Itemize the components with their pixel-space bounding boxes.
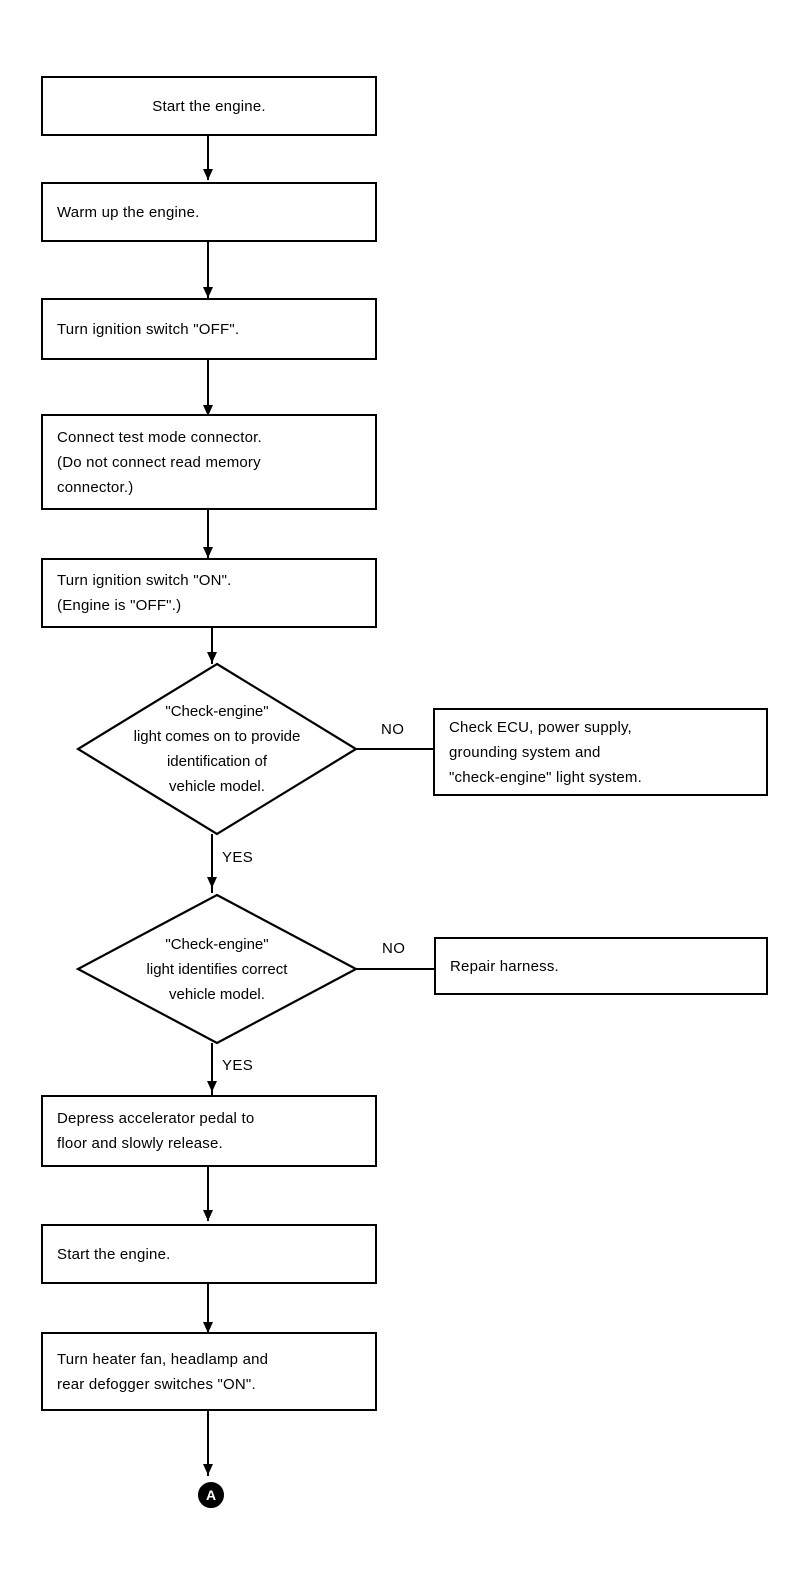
node-depress-pedal-label: Depress accelerator pedal to floor and s… <box>57 1110 255 1152</box>
node-start-engine-2-label: Start the engine. <box>57 1245 171 1263</box>
node-start-engine-1-label: Start the engine. <box>152 97 266 115</box>
node-start-engine-1: Start the engine. <box>41 76 377 136</box>
node-check-ecu-label: Check ECU, power supply, grounding syste… <box>449 718 642 786</box>
arrowhead-ignitionoff-to-testmode <box>203 405 213 416</box>
node-ignition-on-label: Turn ignition switch "ON". (Engine is "O… <box>57 572 232 614</box>
node-repair-harness-label: Repair harness. <box>450 957 559 975</box>
branch-no-1-label: NO <box>381 721 405 738</box>
arrowhead-switches-to-connector-a <box>203 1464 213 1475</box>
node-ignition-off: Turn ignition switch "OFF". <box>41 298 377 360</box>
connector-warmup-to-ignitionoff <box>207 242 209 298</box>
decision-diamond-shape-2 <box>75 893 359 1045</box>
connector-start2-to-switches <box>207 1284 209 1332</box>
node-turn-switches-on: Turn heater fan, headlamp and rear defog… <box>41 1332 377 1411</box>
branch-yes-2-label: YES <box>222 1057 254 1074</box>
node-check-ecu: Check ECU, power supply, grounding syste… <box>433 708 768 796</box>
branch-no-2-label: NO <box>382 940 406 957</box>
node-connect-test-mode: Connect test mode connector. (Do not con… <box>41 414 377 510</box>
arrowhead-yes-2 <box>207 1081 217 1092</box>
arrowhead-start-to-warmup <box>203 169 213 180</box>
arrowhead-ignitionon-to-decision1 <box>207 652 217 663</box>
node-depress-pedal: Depress accelerator pedal to floor and s… <box>41 1095 377 1167</box>
node-ignition-off-label: Turn ignition switch "OFF". <box>57 320 240 338</box>
branch-no-1-line <box>356 748 435 750</box>
node-turn-switches-on-label: Turn heater fan, headlamp and rear defog… <box>57 1350 269 1393</box>
arrowhead-warmup-to-ignitionoff <box>203 287 213 298</box>
arrowhead-pedal-to-start2 <box>203 1210 213 1221</box>
node-repair-harness: Repair harness. <box>434 937 768 995</box>
branch-yes-1-label: YES <box>222 849 254 866</box>
decision-light-comes-on: "Check-engine" light comes on to provide… <box>75 662 359 836</box>
node-warm-up-engine-label: Warm up the engine. <box>57 203 200 221</box>
connector-ignitionon-to-decision1 <box>211 628 213 664</box>
branch-no-2-line <box>356 968 436 970</box>
arrowhead-yes-1 <box>207 877 217 888</box>
offpage-connector-a-label: A <box>205 1487 217 1503</box>
connector-switches-to-connector-a <box>207 1411 209 1476</box>
node-ignition-on: Turn ignition switch "ON". (Engine is "O… <box>41 558 377 628</box>
connector-start-to-warmup <box>207 136 209 180</box>
arrowhead-testmode-to-ignitionon <box>203 547 213 558</box>
branch-yes-2-line <box>211 1043 213 1095</box>
node-start-engine-2: Start the engine. <box>41 1224 377 1284</box>
connector-ignitionoff-to-testmode <box>207 360 209 416</box>
node-connect-test-mode-label: Connect test mode connector. (Do not con… <box>57 428 262 496</box>
connector-testmode-to-ignitionon <box>207 510 209 558</box>
connector-pedal-to-start2 <box>207 1167 209 1221</box>
offpage-connector-a: A <box>198 1482 224 1508</box>
branch-yes-1-line <box>211 834 213 893</box>
arrowhead-start2-to-switches <box>203 1322 213 1333</box>
decision-light-identifies: "Check-engine" light identifies correct … <box>75 893 359 1045</box>
node-warm-up-engine: Warm up the engine. <box>41 182 377 242</box>
decision-diamond-shape <box>75 662 359 836</box>
